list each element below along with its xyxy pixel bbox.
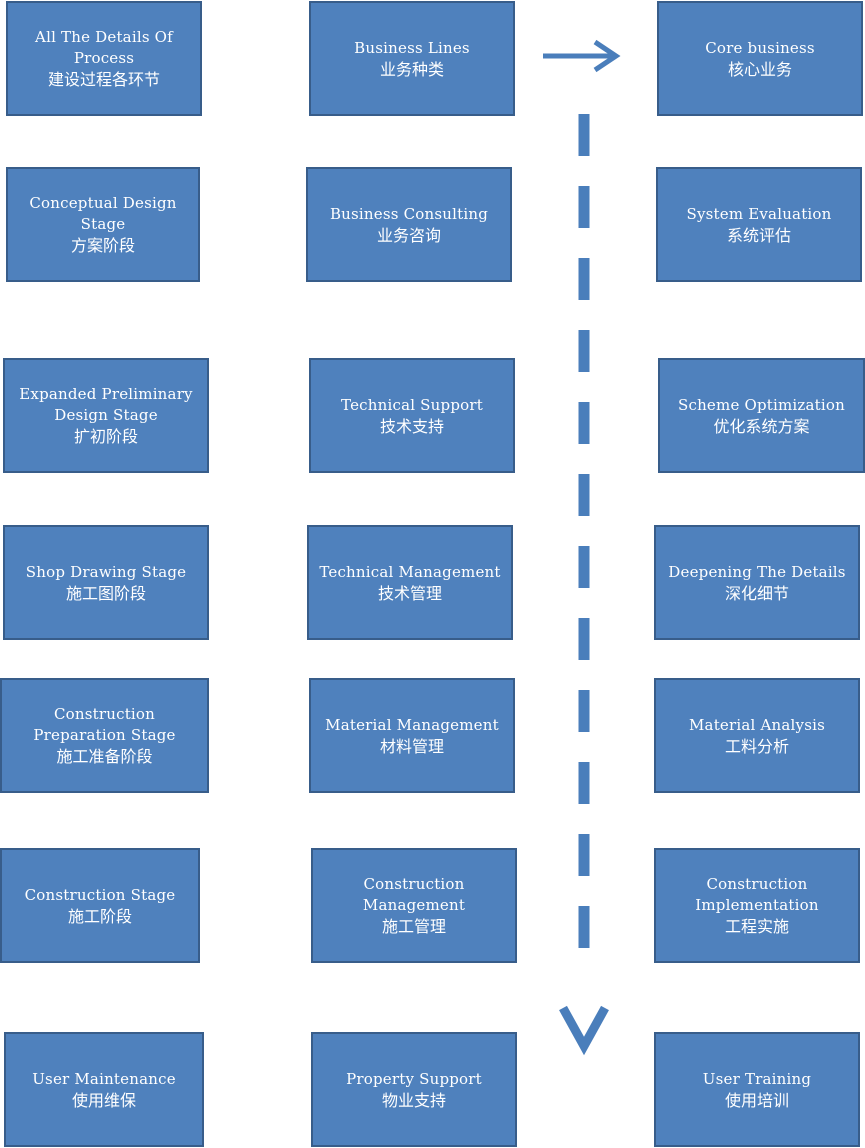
box-label-zh: 系统评估 bbox=[726, 225, 791, 245]
box-label-zh: 施工图阶段 bbox=[65, 583, 146, 603]
box-label-zh: 物业支持 bbox=[381, 1090, 446, 1110]
core-box-construction-implementation: Construction Implementation 工程实施 bbox=[654, 848, 860, 963]
business-box-consulting: Business Consulting 业务咨询 bbox=[306, 167, 512, 282]
box-label-zh: 施工准备阶段 bbox=[56, 747, 153, 766]
box-label-zh: 技术管理 bbox=[377, 583, 442, 603]
box-label-zh: 材料管理 bbox=[379, 736, 444, 756]
box-label-en: Business Consulting bbox=[329, 204, 489, 223]
box-label-en: Material Management bbox=[325, 715, 499, 734]
business-box-technical-support: Technical Support 技术支持 bbox=[309, 358, 515, 473]
box-label-en: All The Details Of Process bbox=[35, 28, 173, 67]
box-label-en: Construction Management bbox=[362, 875, 466, 914]
down-arrow bbox=[559, 114, 609, 1056]
box-label-en: Construction Preparation Stage bbox=[33, 705, 176, 744]
core-box-deepening-details: Deepening The Details 深化细节 bbox=[654, 525, 860, 640]
business-box-construction-management: Construction Management 施工管理 bbox=[311, 848, 517, 963]
box-label-zh: 方案阶段 bbox=[70, 236, 135, 255]
process-box-construction-preparation: Construction Preparation Stage 施工准备阶段 bbox=[0, 678, 209, 793]
box-label-zh: 扩初阶段 bbox=[73, 427, 138, 446]
process-box-user-maintenance: User Maintenance 使用维保 bbox=[4, 1032, 204, 1147]
box-label-en: System Evaluation bbox=[686, 204, 832, 223]
box-label-en: Shop Drawing Stage bbox=[25, 562, 187, 581]
core-box-material-analysis: Material Analysis 工料分析 bbox=[654, 678, 860, 793]
process-box-shop-drawing: Shop Drawing Stage 施工图阶段 bbox=[3, 525, 209, 640]
business-box-header: Business Lines 业务种类 bbox=[309, 1, 515, 116]
box-label-en: Scheme Optimization bbox=[678, 395, 845, 414]
box-label-en: Business Lines bbox=[354, 38, 470, 57]
process-box-conceptual-design: Conceptual Design Stage 方案阶段 bbox=[6, 167, 200, 282]
box-label-en: Expanded Preliminary Design Stage bbox=[19, 385, 193, 424]
box-label-en: Construction Implementation bbox=[695, 875, 819, 914]
box-label-zh: 工程实施 bbox=[724, 917, 789, 936]
box-label-en: Technical Support bbox=[341, 395, 483, 414]
business-box-technical-management: Technical Management 技术管理 bbox=[307, 525, 513, 640]
box-label-en: User Maintenance bbox=[32, 1069, 176, 1088]
process-box-header: All The Details Of Process 建设过程各环节 bbox=[6, 1, 202, 116]
core-box-header: Core business 核心业务 bbox=[657, 1, 863, 116]
box-label-en: Property Support bbox=[346, 1069, 482, 1088]
process-box-construction-stage: Construction Stage 施工阶段 bbox=[0, 848, 200, 963]
box-label-en: Core business bbox=[705, 38, 815, 57]
box-label-zh: 使用维保 bbox=[71, 1090, 136, 1110]
right-arrow-head bbox=[593, 39, 621, 73]
core-box-system-evaluation: System Evaluation 系统评估 bbox=[656, 167, 862, 282]
box-label-zh: 建设过程各环节 bbox=[47, 70, 160, 89]
box-label-zh: 业务咨询 bbox=[376, 225, 441, 245]
box-label-zh: 业务种类 bbox=[379, 59, 444, 79]
business-box-property-support: Property Support 物业支持 bbox=[311, 1032, 517, 1147]
box-label-en: User Training bbox=[702, 1069, 812, 1088]
box-label-en: Conceptual Design Stage bbox=[29, 194, 177, 233]
core-box-user-training: User Training 使用培训 bbox=[654, 1032, 860, 1147]
right-arrow bbox=[543, 39, 621, 73]
box-label-zh: 深化细节 bbox=[724, 583, 789, 603]
box-label-en: Technical Management bbox=[319, 562, 501, 581]
box-label-zh: 工料分析 bbox=[724, 736, 789, 756]
box-label-zh: 施工管理 bbox=[381, 917, 446, 936]
box-label-zh: 施工阶段 bbox=[67, 906, 132, 926]
box-label-zh: 技术支持 bbox=[379, 416, 444, 436]
core-box-scheme-optimization: Scheme Optimization 优化系统方案 bbox=[658, 358, 865, 473]
box-label-zh: 使用培训 bbox=[724, 1090, 789, 1110]
down-arrow-head bbox=[559, 1005, 609, 1056]
box-label-en: Construction Stage bbox=[24, 885, 176, 904]
box-label-en: Material Analysis bbox=[689, 715, 825, 734]
box-label-en: Deepening The Details bbox=[668, 562, 846, 581]
box-label-zh: 核心业务 bbox=[727, 59, 792, 79]
box-label-zh: 优化系统方案 bbox=[713, 416, 810, 436]
process-box-expanded-preliminary: Expanded Preliminary Design Stage 扩初阶段 bbox=[3, 358, 209, 473]
business-box-material-management: Material Management 材料管理 bbox=[309, 678, 515, 793]
